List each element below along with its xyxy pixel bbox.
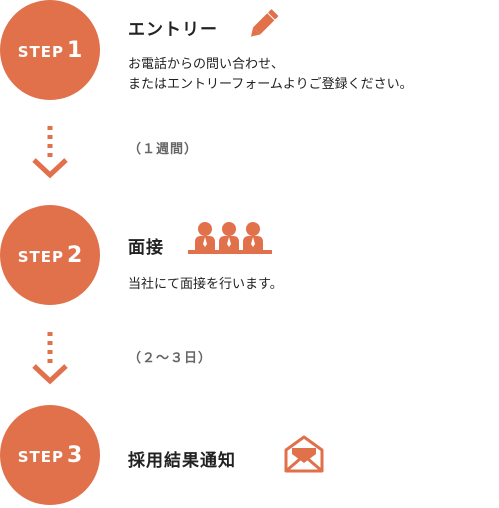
description-line: お電話からの問い合わせ、 <box>128 57 285 72</box>
step-3-title: 採用結果通知 <box>128 451 236 471</box>
step-1-badge: STEP 1 <box>0 0 100 100</box>
step-number: 3 <box>66 442 83 468</box>
step-2-description: 当社にて面接を行います。 <box>128 275 283 295</box>
step-2-badge: STEP 2 <box>0 205 100 305</box>
step-2-title: 面接 <box>128 238 164 258</box>
interviewers-icon <box>188 222 272 254</box>
dotted-arrow-down-icon <box>32 332 68 385</box>
step-1-title: エントリー <box>128 20 218 40</box>
dotted-arrow-down-icon <box>32 126 68 179</box>
step-label: STEP <box>17 448 64 466</box>
step-3-badge: STEP 3 <box>0 405 100 505</box>
duration-2: （２～３日） <box>128 351 213 366</box>
duration-1: （１週間） <box>128 142 199 157</box>
description-line: 当社にて面接を行います。 <box>128 277 283 292</box>
step-label: STEP <box>17 43 64 61</box>
pencil-icon <box>250 9 279 37</box>
step-number: 2 <box>66 242 83 268</box>
envelope-icon <box>284 435 324 473</box>
step-label: STEP <box>17 248 64 266</box>
description-line: またはエントリーフォームよりご登録ください。 <box>128 77 413 92</box>
step-1-description: お電話からの問い合わせ、 またはエントリーフォームよりご登録ください。 <box>128 55 413 95</box>
step-number: 1 <box>66 37 83 63</box>
